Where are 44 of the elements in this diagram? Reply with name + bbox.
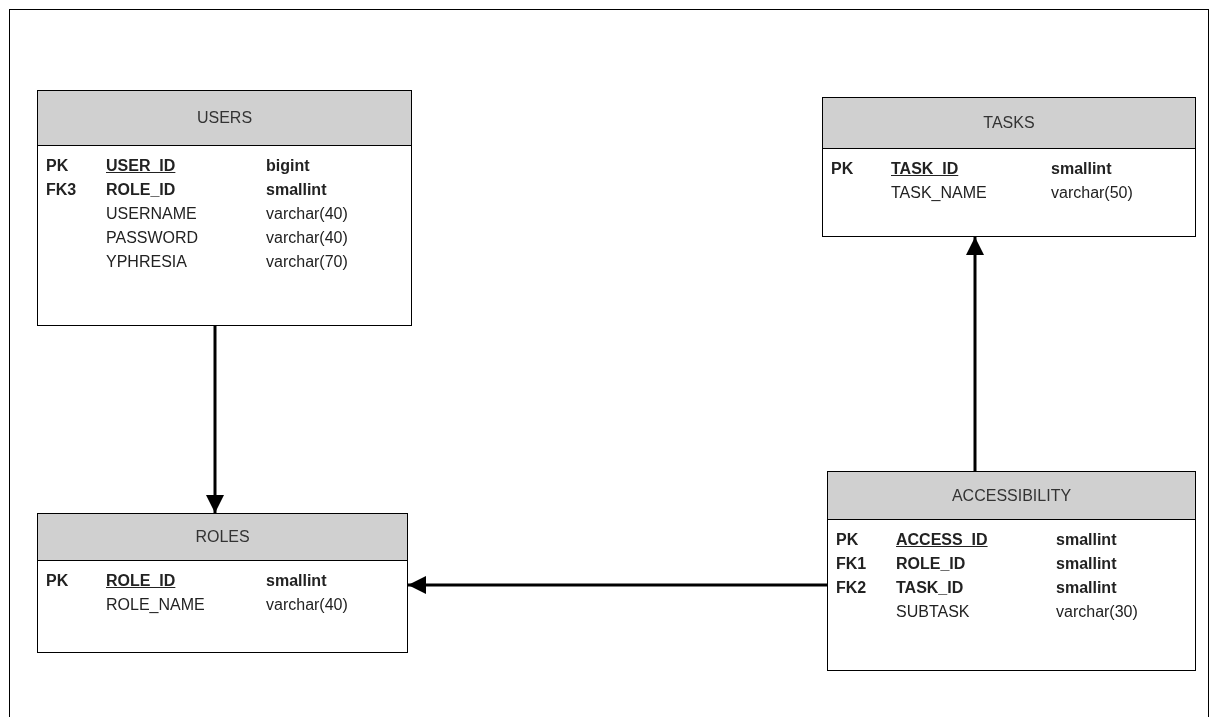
column-name: USER_ID	[106, 157, 176, 174]
column-name: ROLE_ID	[106, 181, 176, 198]
data-type: varchar(70)	[266, 252, 348, 272]
entity-table	[822, 97, 1196, 237]
table-header: ROLES	[38, 514, 407, 561]
data-type: smallint	[1056, 578, 1117, 598]
column-name: TASK_ID	[896, 579, 964, 596]
data-type: varchar(40)	[266, 204, 348, 224]
column-name: TASK_NAME	[891, 184, 987, 201]
table-header: TASKS	[823, 98, 1195, 149]
column-name: ACCESS_ID	[896, 531, 988, 548]
key-label: FK3	[46, 181, 77, 198]
data-type: varchar(40)	[266, 595, 348, 615]
data-type: varchar(50)	[1051, 183, 1133, 203]
entity-table	[827, 471, 1196, 671]
data-type: varchar(40)	[266, 228, 348, 248]
column-name: USERNAME	[106, 205, 197, 222]
entity-table	[37, 513, 408, 653]
column-name: TASK_ID	[891, 160, 959, 177]
column-name: ROLE_ID	[896, 555, 966, 572]
key-label: PK	[836, 531, 859, 548]
column-name: ROLE_NAME	[106, 596, 205, 613]
data-type: smallint	[266, 180, 327, 200]
arrow	[206, 326, 224, 513]
entity-table	[37, 90, 412, 326]
column-name: YPHRESIA	[106, 253, 187, 270]
data-type: smallint	[1051, 159, 1112, 179]
data-type: smallint	[266, 571, 327, 591]
arrow	[966, 237, 984, 471]
column-name: SUBTASK	[896, 603, 970, 620]
key-label: PK	[46, 572, 69, 589]
data-type: bigint	[266, 156, 310, 176]
arrow	[408, 576, 827, 594]
data-type: varchar(30)	[1056, 602, 1138, 622]
column-name: PASSWORD	[106, 229, 199, 246]
key-label: PK	[46, 157, 69, 174]
table-header: USERS	[38, 91, 411, 146]
key-label: PK	[831, 160, 854, 177]
data-type: smallint	[1056, 530, 1117, 550]
data-type: smallint	[1056, 554, 1117, 574]
column-name: ROLE_ID	[106, 572, 176, 589]
key-label: FK1	[836, 555, 867, 572]
key-label: FK2	[836, 579, 867, 596]
table-header: ACCESSIBILITY	[828, 472, 1195, 520]
